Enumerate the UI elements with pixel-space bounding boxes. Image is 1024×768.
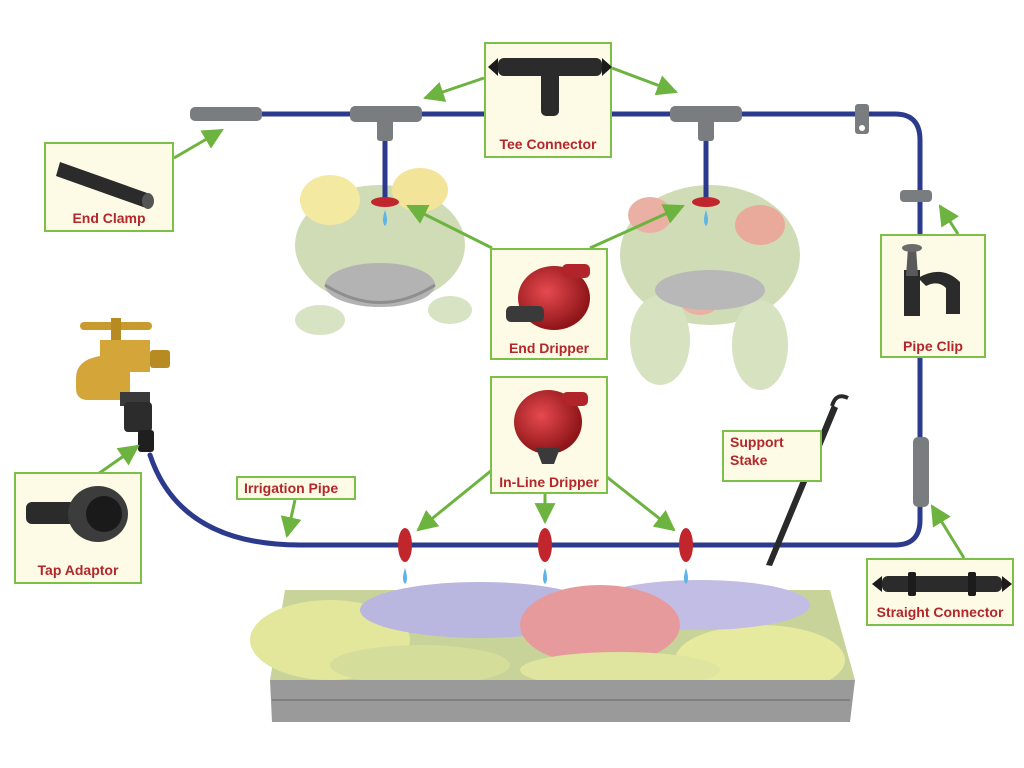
end-clamp-icon: [56, 162, 154, 209]
pipe-clip-icon: [902, 244, 960, 316]
tee-fitting: [350, 106, 422, 141]
end-dripper-fitting: [692, 197, 720, 226]
end-clamp-fitting: [190, 107, 262, 121]
irrigation-pipe-caption: Irrigation Pipe: [244, 480, 339, 496]
tee-connector-label: Tee Connector: [484, 42, 612, 158]
hanging-basket-icon: [620, 185, 800, 390]
in-line-dripper-fitting: [538, 528, 552, 584]
flower-bed-icon: [250, 580, 855, 722]
end-clamp-label: End Clamp: [44, 142, 174, 232]
straight-connector-fitting: [913, 437, 929, 507]
end-dripper-caption: End Dripper: [508, 340, 590, 356]
straight-connector-label: Straight Connector: [866, 558, 1014, 626]
pipe-clip-fitting: [855, 104, 932, 202]
end-dripper-fitting: [371, 197, 399, 226]
end-clamp-caption: End Clamp: [72, 210, 146, 226]
tee-connector-icon: [488, 58, 612, 116]
support-stake-caption-line2: Stake: [730, 452, 768, 468]
in-line-dripper-caption: In-Line Dripper: [499, 474, 599, 490]
end-dripper-icon: [506, 264, 590, 330]
support-stake-caption-line1: Support: [730, 434, 784, 450]
in-line-dripper-fitting: [679, 528, 693, 584]
tap-adaptor-label: Tap Adaptor: [14, 472, 142, 584]
tee-fitting: [670, 106, 742, 141]
support-stake-label: Support Stake: [722, 430, 822, 482]
tap-adaptor-caption: Tap Adaptor: [37, 562, 119, 578]
tap-icon: [76, 318, 170, 452]
pipe-clip-label: Pipe Clip: [880, 234, 986, 358]
in-line-dripper-label: In-Line Dripper: [490, 376, 608, 494]
tap-adaptor-icon: [26, 486, 128, 542]
end-dripper-label: End Dripper: [490, 248, 608, 360]
irrigation-pipe-label: Irrigation Pipe: [236, 476, 356, 500]
tee-connector-caption: Tee Connector: [499, 136, 597, 152]
in-line-dripper-icon: [514, 390, 588, 464]
pipe-clip-caption: Pipe Clip: [903, 338, 963, 354]
straight-connector-caption: Straight Connector: [876, 604, 1004, 620]
in-line-dripper-fitting: [398, 528, 412, 584]
callout-arrows: [97, 66, 966, 559]
straight-connector-icon: [872, 572, 1012, 596]
